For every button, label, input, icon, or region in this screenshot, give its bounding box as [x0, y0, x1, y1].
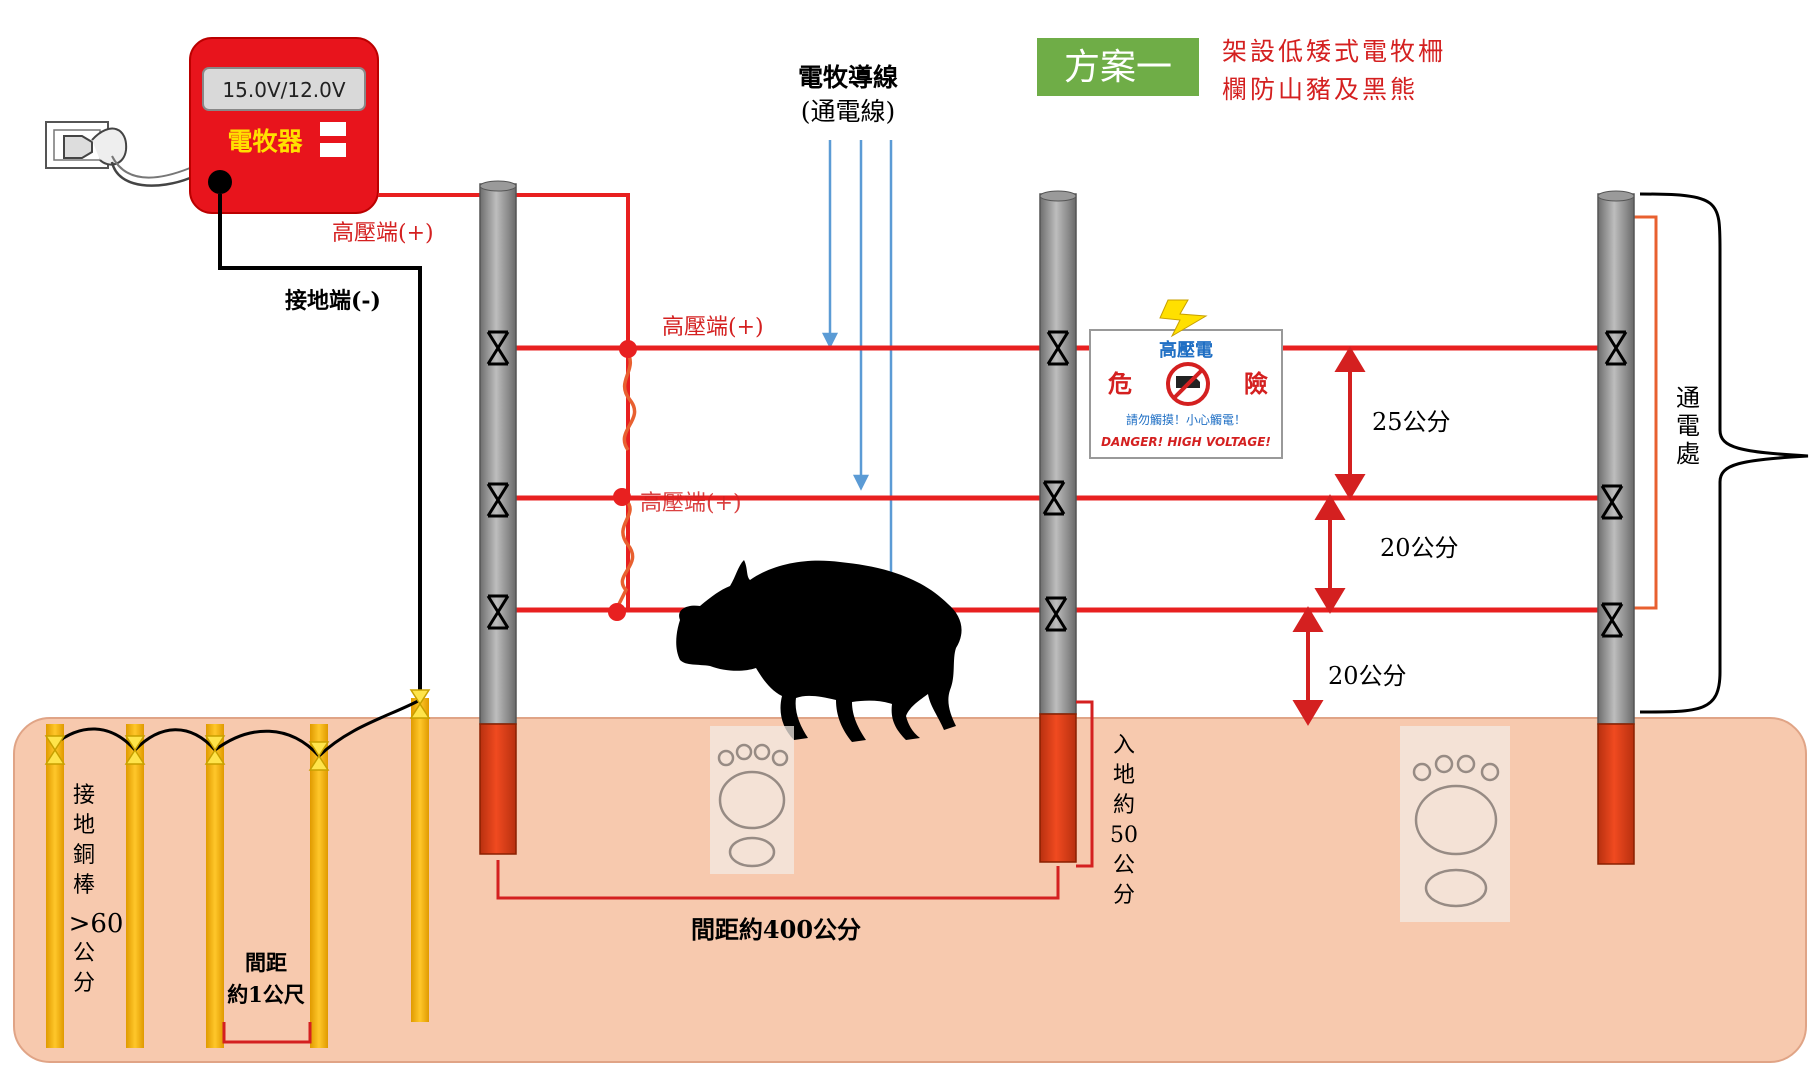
rod-clamp-icons: [44, 689, 431, 771]
ground-label: 接地端(-): [285, 288, 381, 314]
energizer-box: 15.0V/12.0V 電牧器: [189, 37, 379, 214]
label-text: 入: [1113, 733, 1135, 758]
wire-pointers: [821, 140, 893, 584]
wild-boar-icon: [676, 560, 962, 742]
warning-line4: DANGER! HIGH VOLTAGE!: [1101, 435, 1271, 449]
fence-post-3: [1597, 190, 1635, 865]
warning-left: 危: [1108, 370, 1132, 398]
label-text: 50: [1110, 823, 1138, 848]
bear-footprint-icon-2: [1400, 726, 1510, 922]
hv-wire1-label: 高壓端(+): [662, 315, 764, 340]
energizer-display: 15.0V/12.0V: [222, 78, 345, 102]
hv-wire2-label: 高壓端(+): [640, 491, 742, 516]
label-text: 分: [73, 971, 95, 996]
hv-top-label: 高壓端(+): [332, 221, 434, 246]
warning-sign: 高壓電 危 險 請勿觸摸！小心觸電！ DANGER! HIGH VOLTAGE!: [1089, 299, 1283, 459]
plan-desc-line1: 架設低矮式電牧柵: [1222, 37, 1446, 66]
plan-badge: 方案一: [1037, 38, 1199, 96]
buried-depth-label: 入 地 約 50 公 分: [1110, 733, 1138, 908]
zone-bracket: [1639, 192, 1809, 714]
dimension-label-2: 20公分: [1380, 534, 1459, 562]
label-text: >60: [69, 909, 124, 939]
label-text: 接: [73, 783, 95, 808]
warning-right: 險: [1244, 370, 1268, 398]
label-text: 約: [1113, 793, 1135, 818]
label-text: 電: [1676, 412, 1700, 440]
ground-soil: [13, 717, 1807, 1063]
hv-feed-wire: [378, 193, 630, 610]
fence-post-2: [1039, 190, 1077, 863]
label-text: 分: [1113, 883, 1135, 908]
warning-line3: 請勿觸摸！小心觸電！: [1126, 412, 1246, 427]
electrified-zone-label: 通 電 處: [1676, 384, 1700, 468]
energizer-label: 電牧器: [227, 127, 303, 156]
label-text: 公: [1113, 853, 1135, 878]
label-text: 地: [1113, 763, 1135, 788]
ground-terminal-icon: [208, 170, 232, 194]
ground-wire: [218, 194, 422, 698]
right-jumper-wire: [1634, 215, 1658, 610]
dimension-arrows: [1292, 346, 1366, 726]
label-text: 處: [1676, 440, 1700, 468]
bear-footprint-icon: [710, 726, 794, 874]
post-spacing-bracket: [496, 860, 1060, 900]
label-text: 地: [73, 813, 95, 838]
buried-depth-bracket: [1076, 700, 1094, 868]
wire-title: 電牧導線: [798, 63, 898, 92]
jumper-spring-lower: [614, 498, 635, 611]
jumper-spring-upper: [622, 348, 637, 452]
rod-spacing-bracket: [222, 1022, 312, 1044]
label-text: 銅: [73, 843, 95, 868]
lightning-icon: [1159, 299, 1208, 338]
label-text: 通: [1676, 384, 1700, 412]
fence-post-1: [479, 180, 517, 855]
rod-spacing-label-2: 約1公尺: [227, 982, 305, 1007]
power-plug-icon: [45, 121, 191, 187]
rod-spacing-label-1: 間距: [245, 950, 287, 975]
plan-badge-text: 方案一: [1064, 47, 1172, 88]
post-spacing-label: 間距約400公分: [691, 915, 861, 944]
label-text: 公: [73, 941, 95, 966]
warning-line1: 高壓電: [1159, 339, 1213, 361]
insulator-icons: [486, 330, 1628, 638]
ground-rods: [46, 698, 429, 1048]
dimension-label-1: 25公分: [1372, 408, 1451, 436]
label-text: 棒: [73, 873, 95, 898]
rod-length-label: 接 地 銅 棒 >60 公 分: [69, 783, 124, 996]
plan-desc-line2: 欄防山豬及黑熊: [1222, 75, 1418, 104]
dimension-label-3: 20公分: [1328, 662, 1407, 690]
wire-subtitle: (通電線): [801, 97, 896, 126]
